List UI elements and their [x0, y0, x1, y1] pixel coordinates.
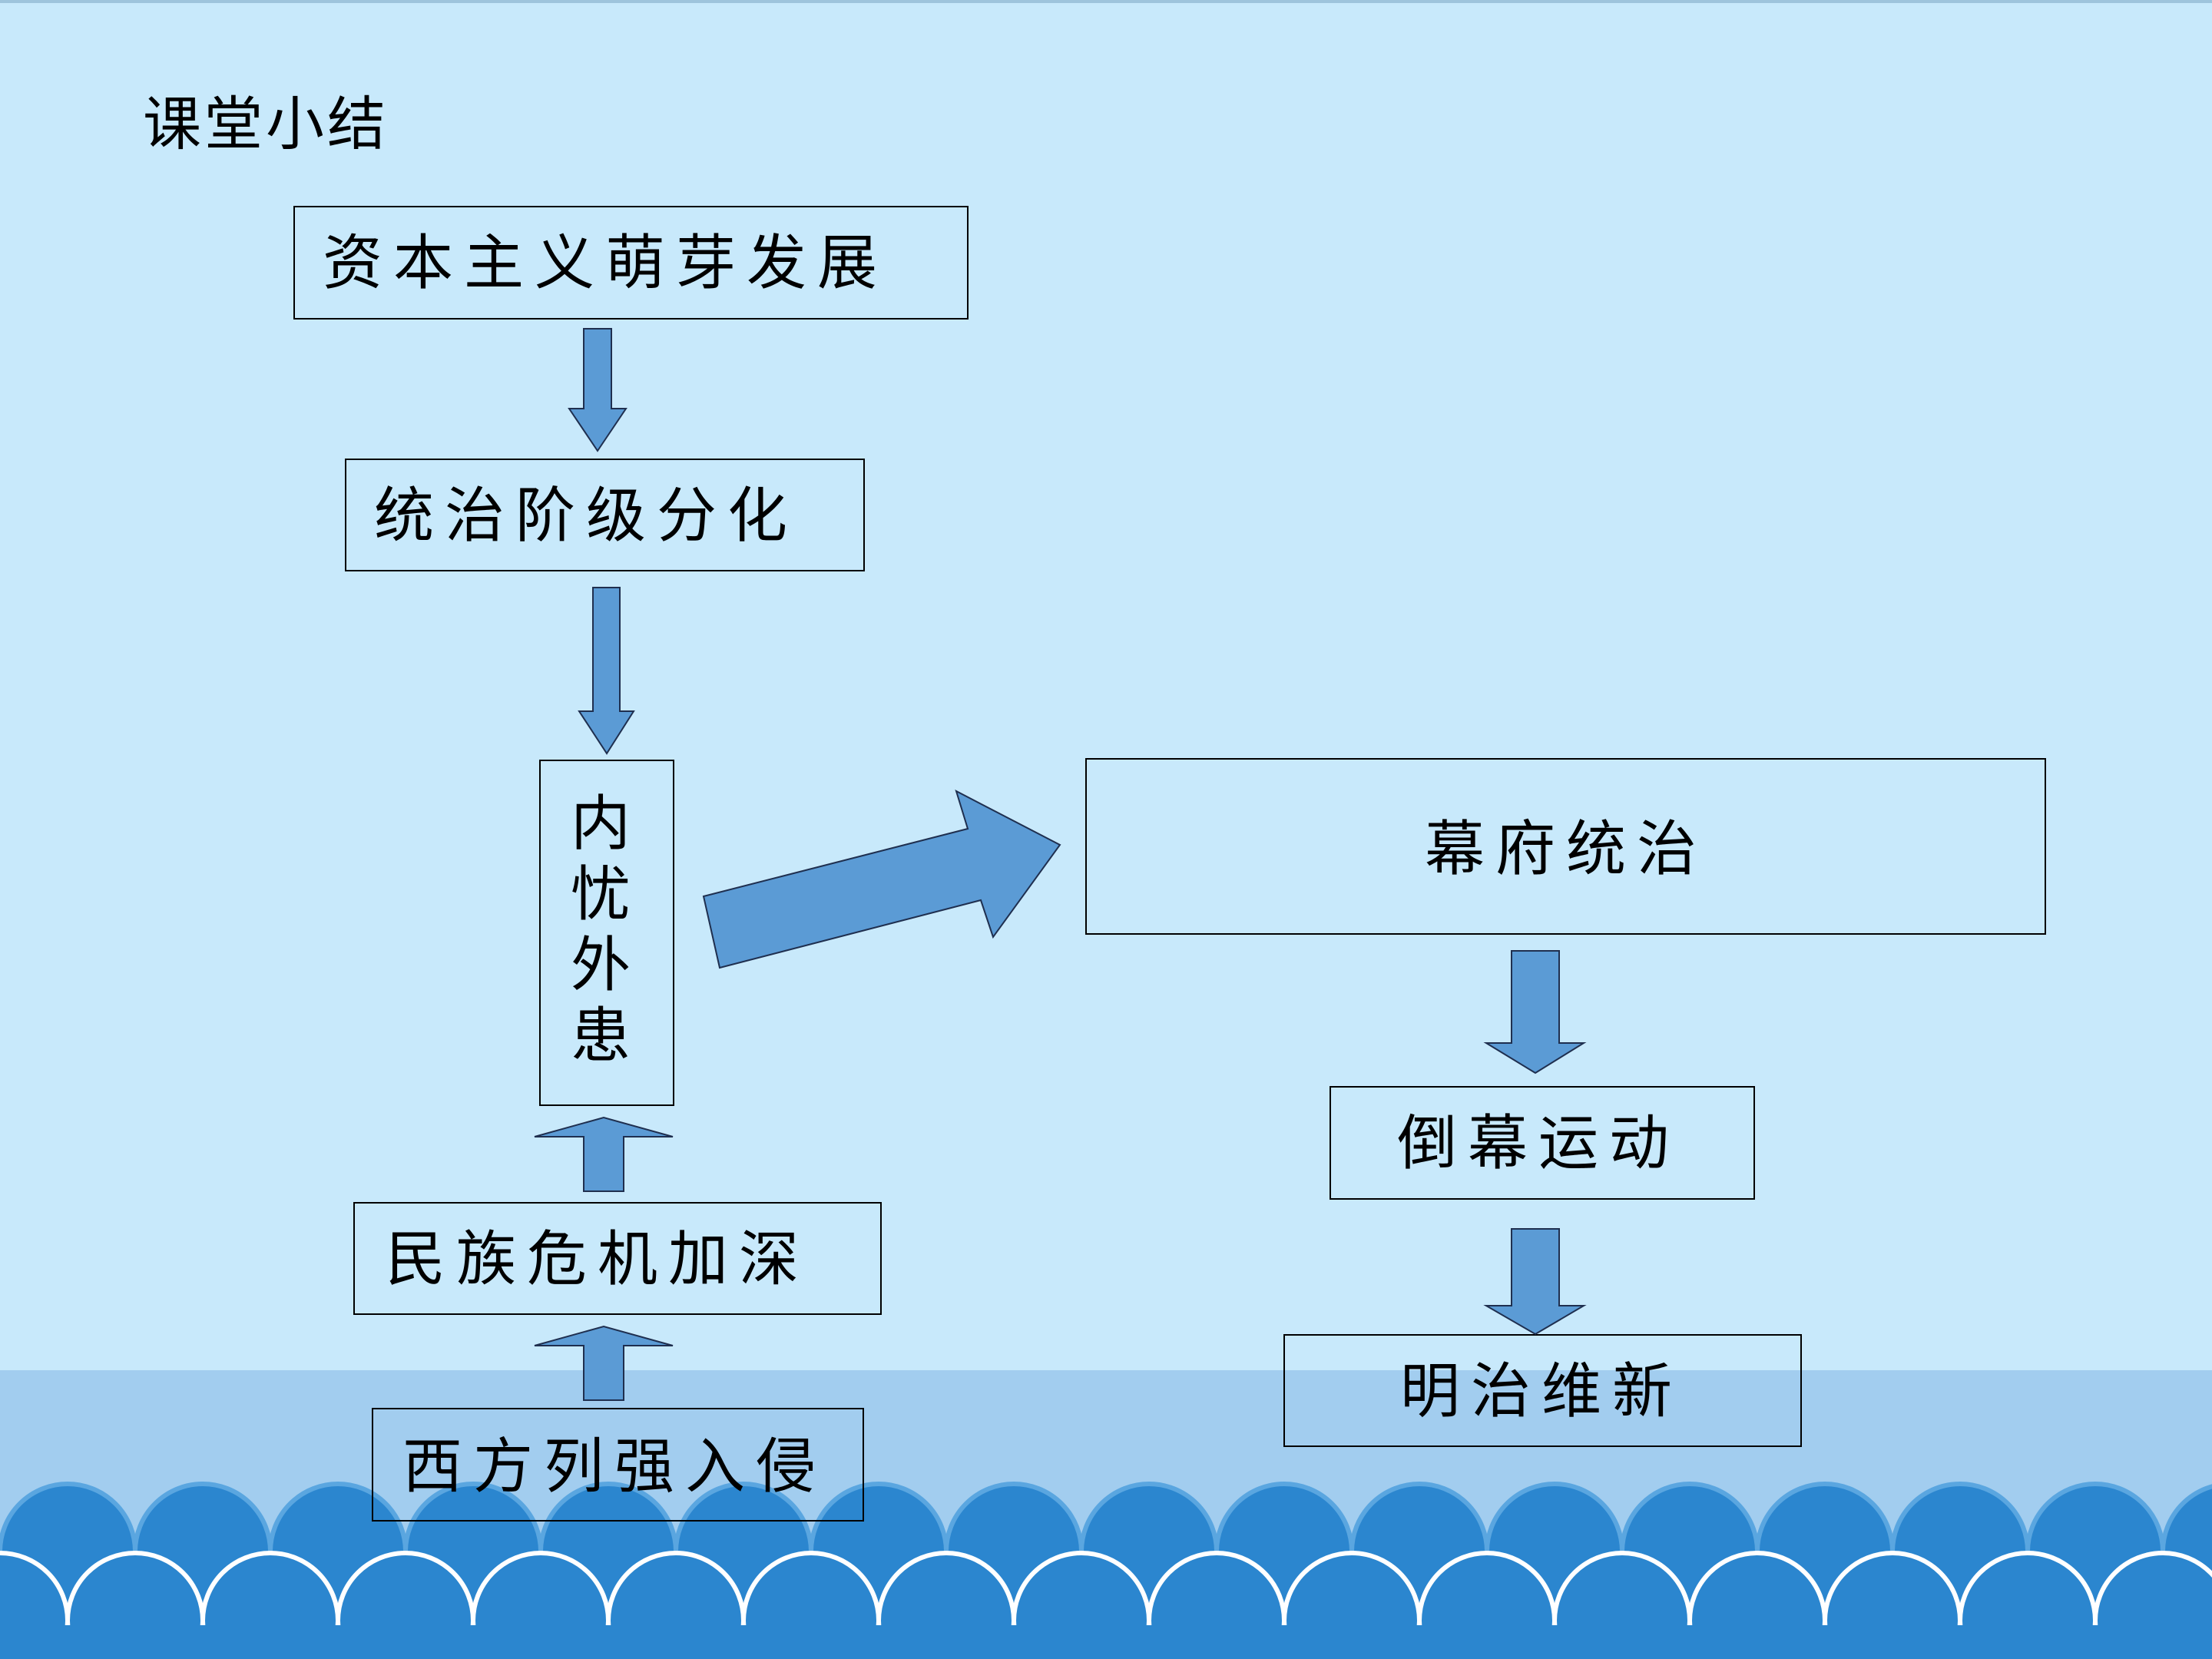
arrow-up-1: [534, 1116, 674, 1192]
node-internal-external-label: 内忧外患: [570, 790, 631, 1071]
node-ruling-class: 统治阶级分化: [345, 459, 865, 571]
wave-decoration: [0, 1482, 2212, 1659]
arrow-down-3: [1483, 950, 1587, 1075]
arrow-down-1: [568, 328, 628, 452]
node-overthrow: 倒幕运动: [1330, 1086, 1755, 1200]
node-national-crisis: 民族危机加深: [353, 1202, 882, 1315]
top-divider: [0, 0, 2212, 3]
node-meiji-label: 明治维新: [1400, 1357, 1684, 1426]
node-meiji: 明治维新: [1283, 1334, 1802, 1447]
node-ruling-class-label: 统治阶级分化: [374, 482, 799, 551]
node-capitalism: 资本主义萌芽发展: [293, 206, 969, 320]
slide-title: 课堂小结: [143, 90, 389, 158]
node-internal-external: 内忧外患: [539, 760, 674, 1106]
node-western-invasion: 西方列强入侵: [372, 1408, 864, 1522]
node-shogunate-label: 幕府统治: [1425, 815, 1708, 884]
node-national-crisis-label: 民族危机加深: [386, 1225, 810, 1294]
node-western-invasion-label: 西方列强入侵: [402, 1432, 827, 1502]
arrow-diagonal: [702, 790, 1061, 969]
arrow-down-2: [578, 587, 635, 755]
node-shogunate: 幕府统治: [1085, 758, 2046, 935]
arrow-up-2: [534, 1325, 674, 1401]
node-overthrow-label: 倒幕运动: [1397, 1109, 1681, 1178]
wave-base: [0, 1625, 2212, 1659]
arrow-down-4: [1483, 1228, 1587, 1336]
node-capitalism-label: 资本主义萌芽发展: [323, 229, 889, 298]
